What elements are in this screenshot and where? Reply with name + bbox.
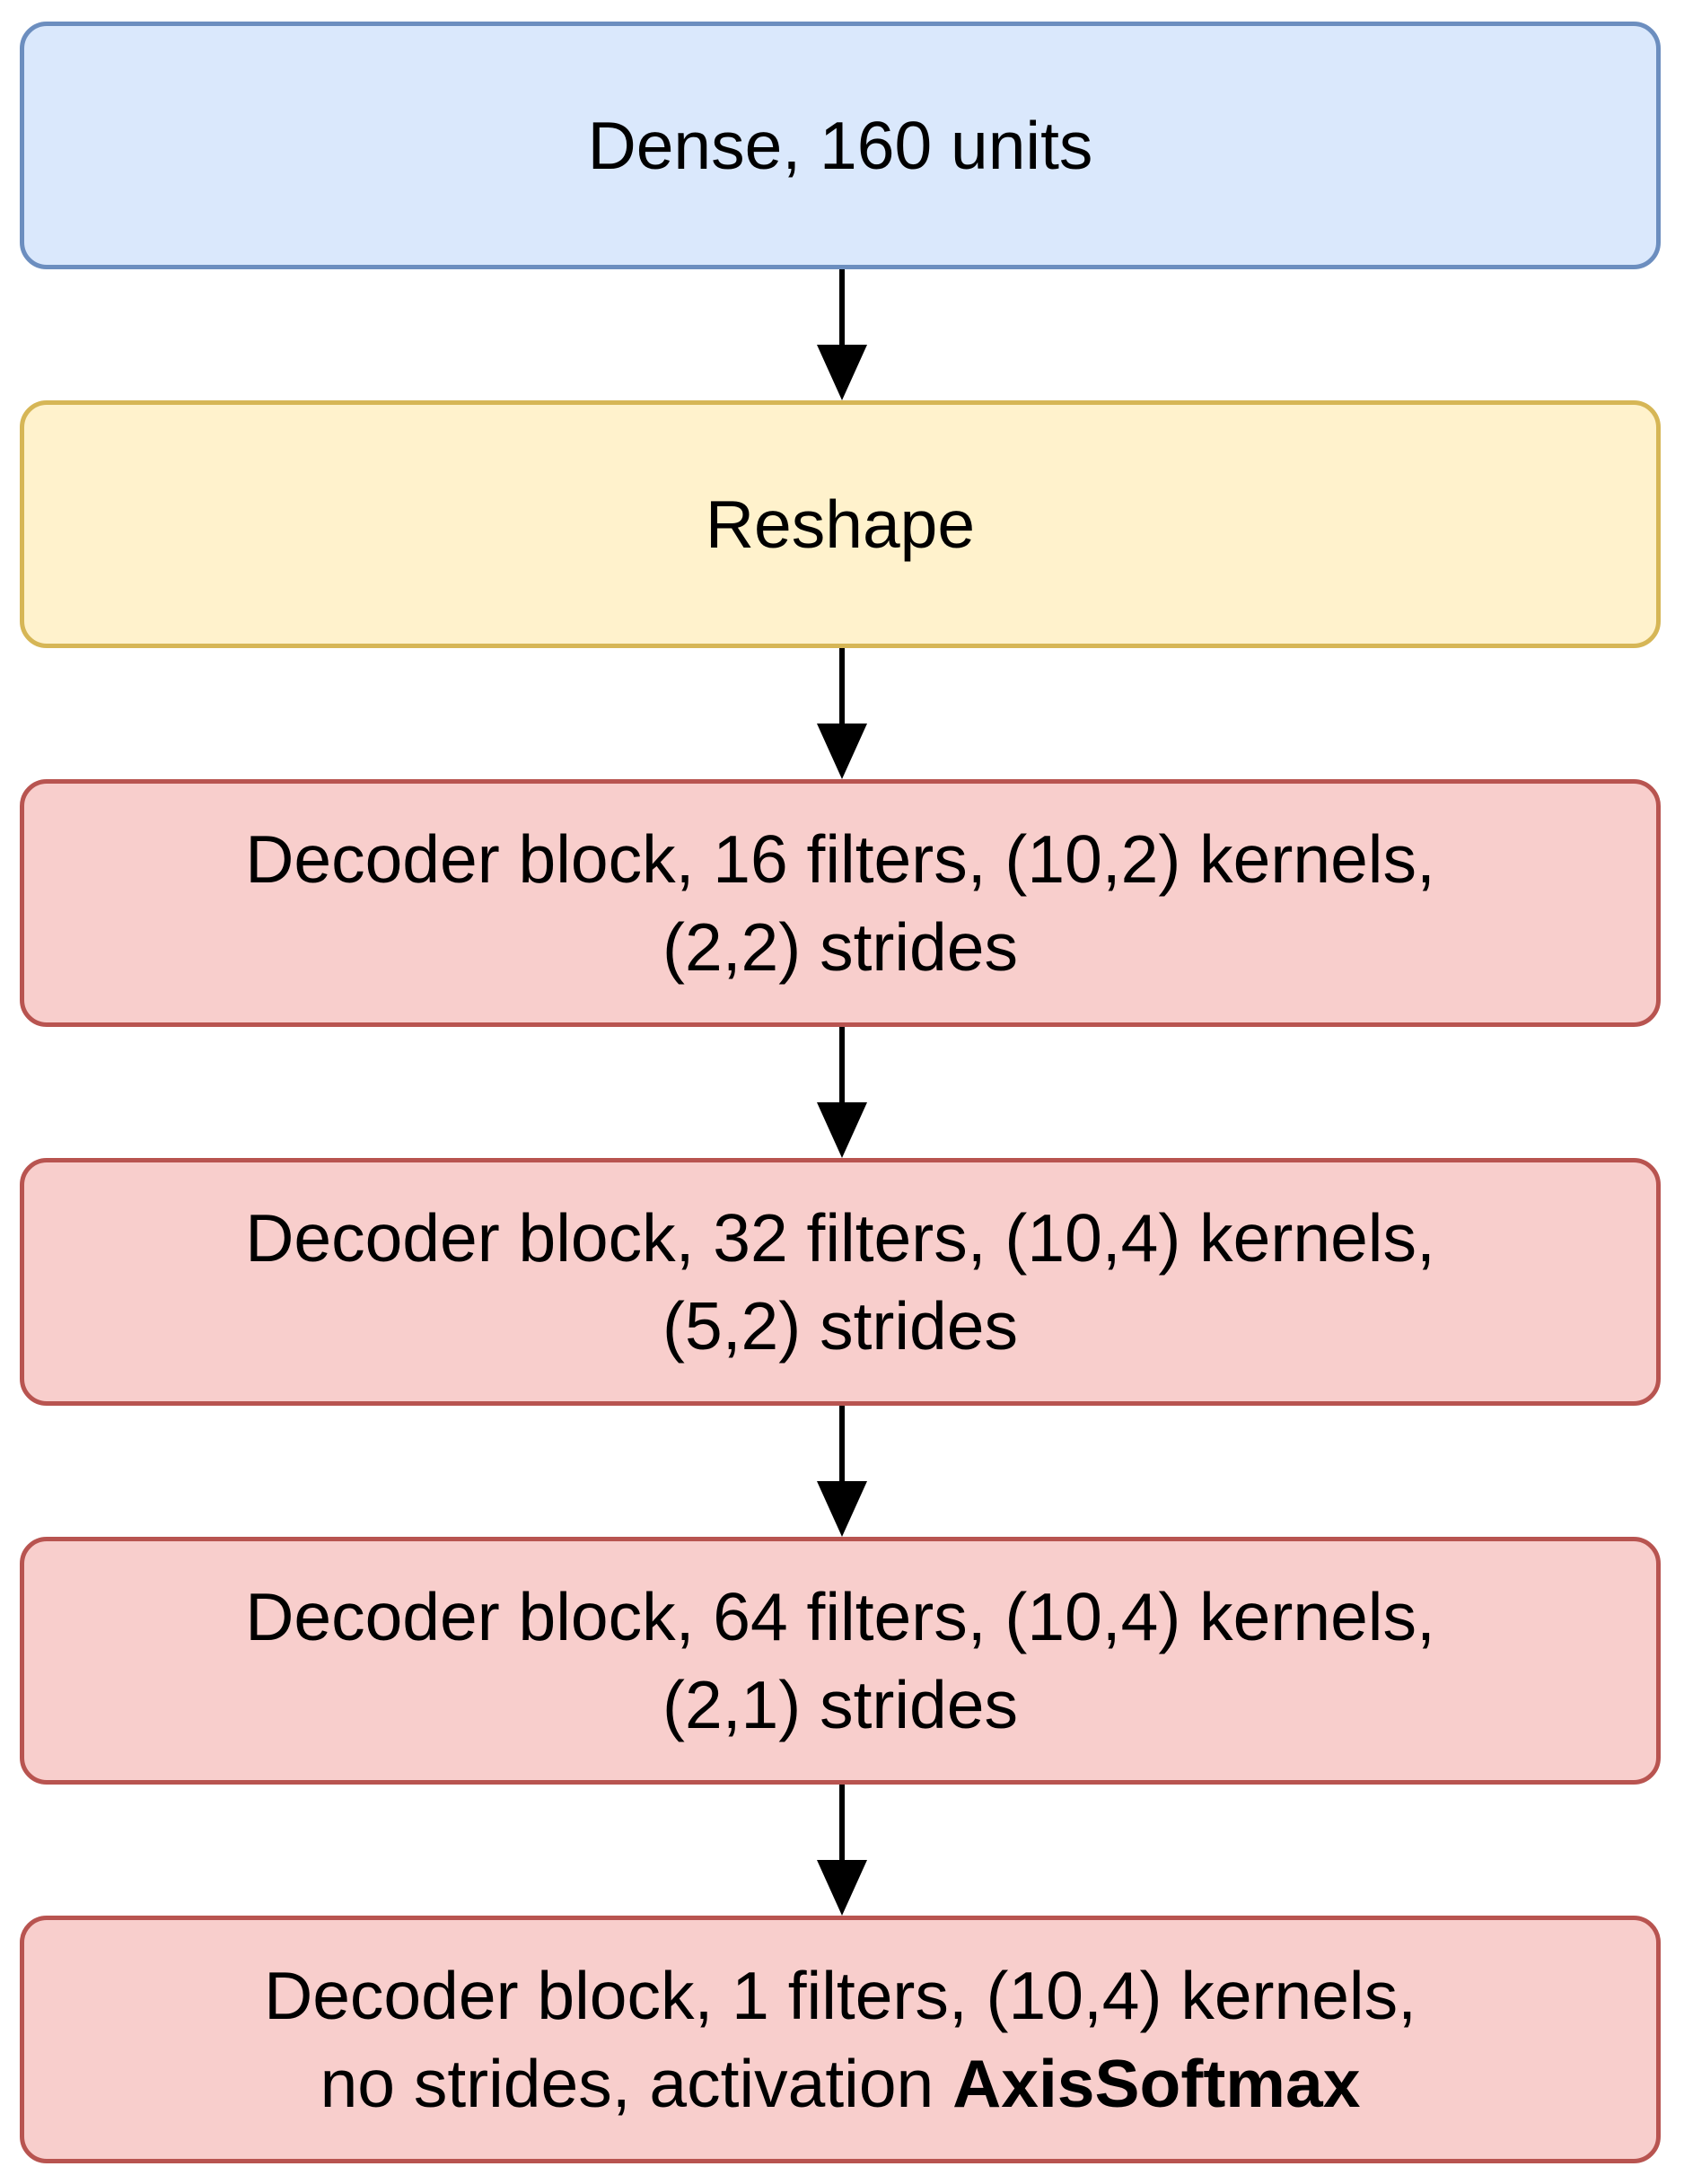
- reshape-layer-label: Reshape: [705, 487, 976, 562]
- dense-layer-node: Dense, 160 units: [20, 22, 1661, 269]
- decoder-block-1-node: Decoder block, 16 filters, (10,2) kernel…: [20, 779, 1661, 1027]
- decoder-block-4-label-line2-prefix: no strides, activation: [320, 2046, 953, 2121]
- reshape-layer-node: Reshape: [20, 400, 1661, 648]
- arrow-decoder-2-to-decoder-3: [817, 1406, 867, 1537]
- decoder-block-4-label-line1: Decoder block, 1 filters, (10,4) kernels…: [264, 1958, 1416, 2033]
- decoder-block-2-node: Decoder block, 32 filters, (10,4) kernel…: [20, 1158, 1661, 1406]
- decoder-block-1-label-line1: Decoder block, 16 filters, (10,2) kernel…: [245, 821, 1435, 897]
- decoder-block-3-label-line1: Decoder block, 64 filters, (10,4) kernel…: [245, 1579, 1435, 1654]
- arrow-decoder-1-to-decoder-2: [817, 1027, 867, 1158]
- decoder-block-4-activation-name: AxisSoftmax: [952, 2046, 1361, 2121]
- decoder-block-2-label-line2: (5,2) strides: [662, 1288, 1018, 1364]
- decoder-block-4-node: Decoder block, 1 filters, (10,4) kernels…: [20, 1916, 1661, 2163]
- decoder-block-4-label-line2: no strides, activation AxisSoftmax: [320, 2039, 1361, 2127]
- dense-layer-label: Dense, 160 units: [587, 108, 1093, 183]
- decoder-block-3-node: Decoder block, 64 filters, (10,4) kernel…: [20, 1537, 1661, 1785]
- decoder-block-1-label-line2: (2,2) strides: [662, 909, 1018, 985]
- arrow-decoder-3-to-decoder-4: [817, 1785, 867, 1916]
- decoder-block-2-label-line1: Decoder block, 32 filters, (10,4) kernel…: [245, 1200, 1435, 1276]
- decoder-block-3-label-line2: (2,1) strides: [662, 1667, 1018, 1742]
- arrow-reshape-to-decoder-1: [817, 648, 867, 779]
- arrow-dense-to-reshape: [817, 269, 867, 400]
